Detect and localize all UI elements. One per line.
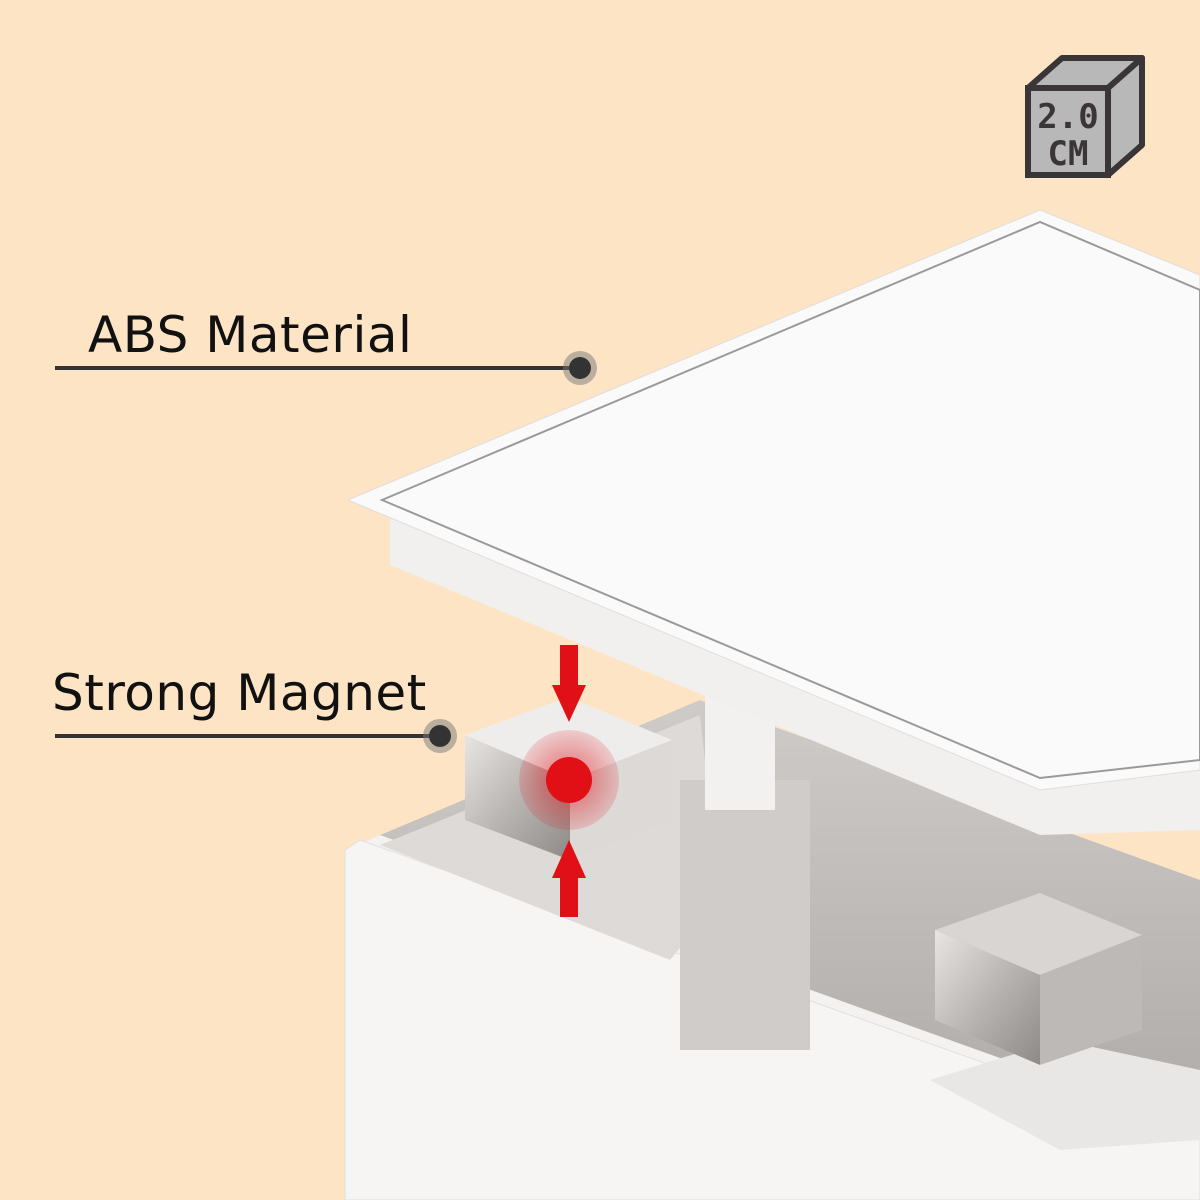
leader-line bbox=[55, 366, 580, 370]
lid bbox=[346, 209, 1200, 835]
arrow-down-icon bbox=[560, 645, 578, 690]
callout-dot bbox=[569, 357, 591, 379]
size-unit: CM bbox=[1048, 134, 1089, 174]
callout-strong-magnet: Strong Magnet bbox=[52, 664, 427, 722]
size-badge-cube-icon: 2.0 CM bbox=[1025, 55, 1145, 178]
leader-line bbox=[55, 734, 440, 738]
inner-magnet bbox=[935, 893, 1142, 1065]
size-value: 2.0 bbox=[1037, 97, 1098, 137]
magnet-force-indicator bbox=[519, 645, 619, 917]
arrow-up-icon bbox=[560, 875, 578, 917]
callout-abs-material: ABS Material bbox=[88, 306, 413, 364]
callout-dot bbox=[429, 725, 451, 747]
